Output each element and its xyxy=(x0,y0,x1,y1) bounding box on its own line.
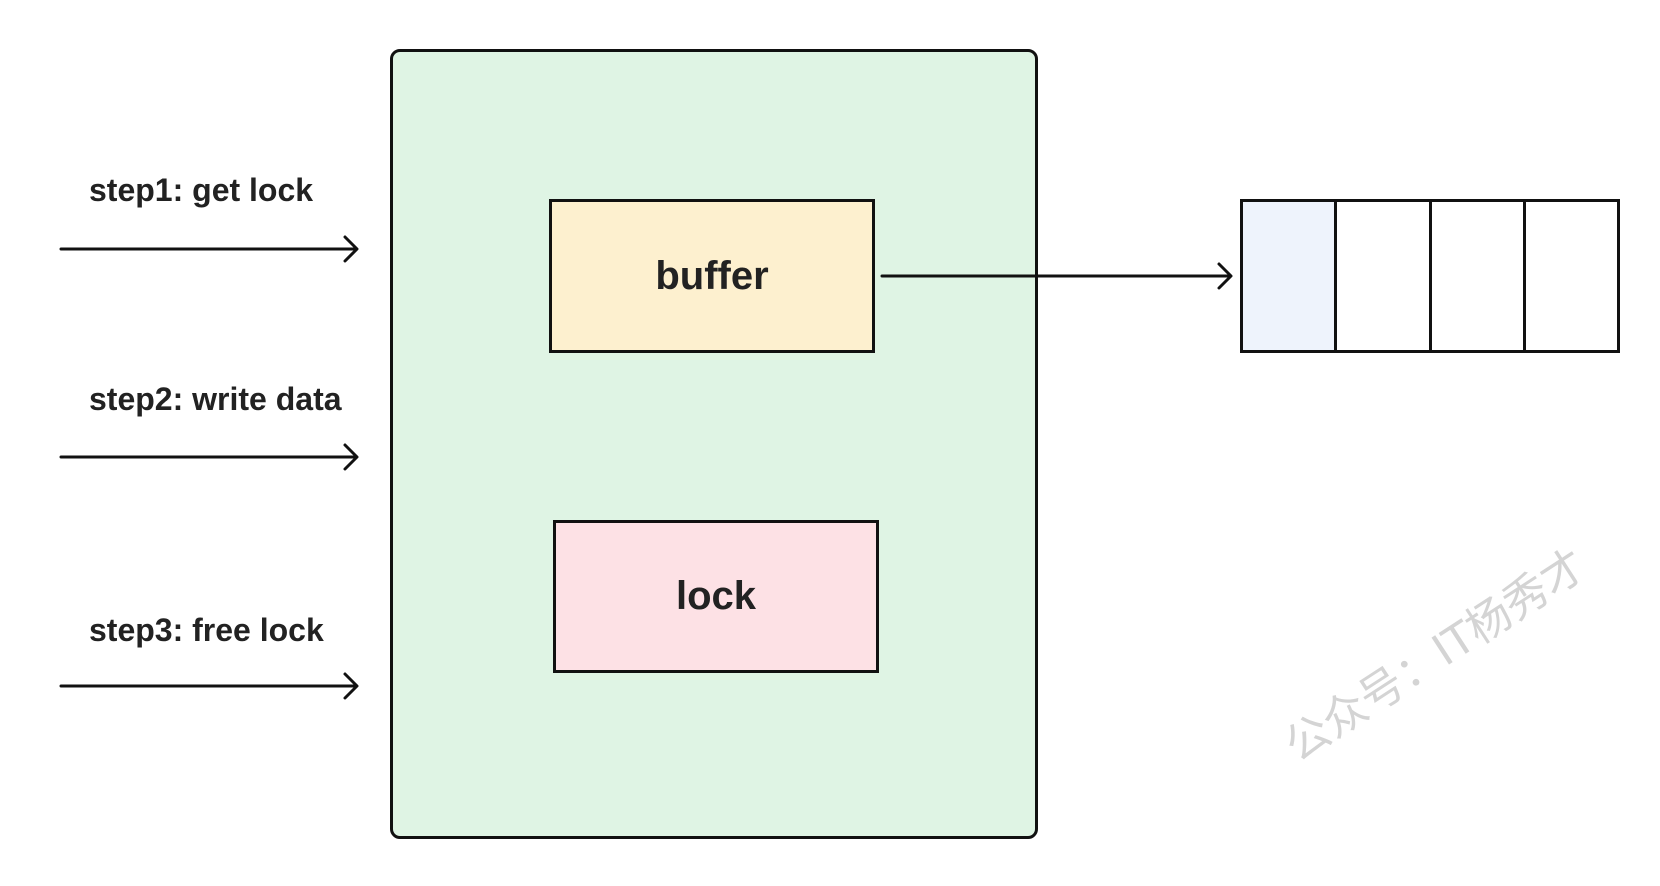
queue-cell-1 xyxy=(1243,202,1338,350)
queue-cell-2 xyxy=(1337,202,1432,350)
watermark: 公众号：IT杨秀才 xyxy=(1275,539,1596,772)
container-box xyxy=(390,49,1038,839)
queue-cell-4 xyxy=(1525,202,1617,350)
buffer-queue xyxy=(1240,199,1620,353)
queue-cell-3 xyxy=(1431,202,1526,350)
step2-arrow xyxy=(59,443,359,471)
step1-label: step1: get lock xyxy=(89,172,314,208)
lock-label: lock xyxy=(675,574,757,618)
step3-label: step3: free lock xyxy=(89,612,324,648)
step2-label: step2: write data xyxy=(89,381,342,417)
lock-box: lock xyxy=(553,520,879,673)
buffer-label: buffer xyxy=(655,253,769,298)
buffer-box: buffer xyxy=(549,199,875,353)
step3-arrow xyxy=(59,672,359,700)
step1-arrow xyxy=(59,235,359,263)
